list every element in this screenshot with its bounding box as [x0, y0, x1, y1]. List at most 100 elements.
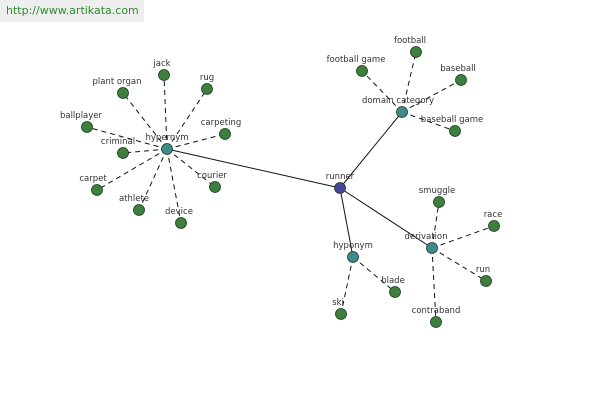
node-label-domain-category: domain category	[362, 96, 434, 106]
node-label-smuggle: smuggle	[419, 186, 455, 196]
node-circle-race[interactable]	[488, 220, 500, 232]
node-rug[interactable]: rug	[200, 73, 214, 95]
node-contraband[interactable]: contraband	[412, 306, 461, 328]
node-derivation[interactable]: derivation	[404, 232, 448, 254]
node-carpet[interactable]: carpet	[79, 174, 107, 196]
node-blade[interactable]: blade	[381, 276, 405, 298]
node-circle-run[interactable]	[480, 275, 492, 287]
node-football-game[interactable]: football game	[327, 55, 386, 77]
node-carpeting[interactable]: carpeting	[201, 118, 241, 140]
node-race[interactable]: race	[484, 210, 503, 232]
edge-runner-domain_category	[339, 111, 403, 189]
edge-domain_category-football	[401, 51, 417, 113]
node-hyponym[interactable]: hyponym	[333, 241, 373, 263]
node-hypernym[interactable]: hypernym	[145, 133, 189, 155]
node-circle-derivation[interactable]	[426, 242, 438, 254]
node-circle-football-game[interactable]	[356, 65, 368, 77]
node-circle-criminal[interactable]	[117, 147, 129, 159]
node-courier[interactable]: courier	[197, 171, 227, 193]
edge-hypernym-device	[166, 148, 182, 224]
node-label-baseball-game: baseball game	[421, 115, 483, 125]
node-circle-contraband[interactable]	[430, 316, 442, 328]
node-circle-rug[interactable]	[201, 83, 213, 95]
node-ski[interactable]: ski	[332, 298, 347, 320]
node-baseball-game[interactable]: baseball game	[421, 115, 483, 137]
edge-hypernym-jack	[163, 74, 168, 150]
node-circle-baseball[interactable]	[455, 74, 467, 86]
edge-hypernym-carpet	[96, 148, 168, 191]
node-circle-courier[interactable]	[209, 181, 221, 193]
node-football[interactable]: football	[394, 36, 426, 58]
node-athlete[interactable]: athlete	[119, 194, 149, 216]
node-circle-plant-organ[interactable]	[117, 87, 129, 99]
node-plant-organ[interactable]: plant organ	[93, 77, 142, 99]
node-label-football: football	[394, 36, 426, 46]
node-circle-hypernym[interactable]	[161, 143, 173, 155]
edge-hypernym-plant_organ	[122, 92, 168, 150]
edge-hypernym-athlete	[138, 148, 168, 211]
node-label-rug: rug	[200, 73, 214, 83]
node-label-derivation: derivation	[404, 232, 447, 242]
node-circle-blade[interactable]	[389, 286, 401, 298]
node-jack[interactable]: jack	[152, 59, 171, 81]
node-smuggle[interactable]: smuggle	[419, 186, 455, 208]
node-circle-jack[interactable]	[158, 69, 170, 81]
node-baseball[interactable]: baseball	[440, 64, 476, 86]
node-label-blade: blade	[381, 276, 405, 286]
node-circle-runner[interactable]	[334, 182, 346, 194]
edge-hypernym-ballplayer	[86, 126, 168, 150]
node-circle-hyponym[interactable]	[347, 251, 359, 263]
edge-hypernym-courier	[166, 148, 216, 188]
edge-derivation-contraband	[431, 247, 437, 323]
edge-derivation-run	[431, 247, 487, 282]
node-label-contraband: contraband	[412, 306, 461, 316]
node-circle-football[interactable]	[410, 46, 422, 58]
edge-hypernym-criminal	[122, 148, 168, 154]
node-label-athlete: athlete	[119, 194, 149, 204]
node-circle-baseball-game[interactable]	[449, 125, 461, 137]
node-circle-domain-category[interactable]	[396, 106, 408, 118]
edge-derivation-smuggle	[431, 201, 440, 249]
node-label-carpet: carpet	[79, 174, 107, 184]
edge-runner-hypernym	[166, 148, 341, 189]
node-ballplayer[interactable]: ballplayer	[60, 111, 103, 133]
node-label-jack: jack	[152, 59, 170, 69]
node-circle-smuggle[interactable]	[433, 196, 445, 208]
edge-domain_category-baseball	[401, 79, 462, 113]
node-label-hypernym: hypernym	[145, 133, 188, 143]
edge-hypernym-carpeting	[166, 133, 226, 150]
node-label-ballplayer: ballplayer	[60, 111, 103, 121]
node-label-runner: runner	[326, 172, 355, 182]
node-criminal[interactable]: criminal	[101, 137, 135, 159]
node-circle-ballplayer[interactable]	[81, 121, 93, 133]
edge-domain_category-baseball_game	[401, 111, 456, 132]
node-label-criminal: criminal	[101, 137, 135, 147]
edge-hyponym-blade	[352, 256, 396, 293]
node-circle-athlete[interactable]	[133, 204, 145, 216]
node-circle-carpeting[interactable]	[219, 128, 231, 140]
edge-derivation-race	[431, 225, 495, 249]
node-runner[interactable]: runner	[326, 172, 355, 194]
edge-runner-hyponym	[339, 187, 354, 258]
node-circle-carpet[interactable]	[91, 184, 103, 196]
node-label-hyponym: hyponym	[333, 241, 373, 251]
node-label-carpeting: carpeting	[201, 118, 241, 128]
edge-hyponym-ski	[340, 256, 354, 315]
node-label-ski: ski	[332, 298, 344, 308]
node-run[interactable]: run	[476, 265, 492, 287]
node-label-device: device	[165, 207, 193, 217]
node-label-baseball: baseball	[440, 64, 476, 74]
node-label-football-game: football game	[327, 55, 386, 65]
nodes-layer: runner hypernym domain category derivation h…	[60, 36, 502, 328]
node-device[interactable]: device	[165, 207, 193, 229]
node-circle-device[interactable]	[175, 217, 187, 229]
node-label-run: run	[476, 265, 490, 275]
node-label-courier: courier	[197, 171, 227, 181]
node-label-race: race	[484, 210, 503, 220]
edges-layer	[86, 51, 495, 323]
edge-runner-derivation	[339, 187, 433, 249]
node-circle-ski[interactable]	[335, 308, 347, 320]
node-label-plant-organ: plant organ	[93, 77, 142, 87]
node-domain-category[interactable]: domain category	[362, 96, 434, 118]
